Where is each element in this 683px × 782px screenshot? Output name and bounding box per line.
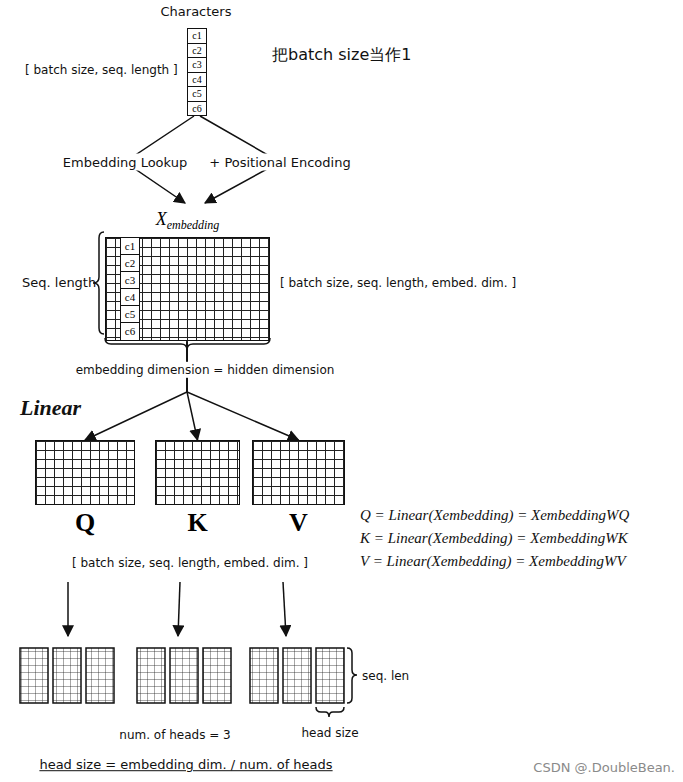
row-label: c2 xyxy=(121,255,139,272)
head-size-brace xyxy=(316,707,344,717)
head-grid xyxy=(137,648,165,703)
matrix-symbol: X xyxy=(156,209,167,229)
split-arrow xyxy=(67,582,69,636)
equation: K = Linear(Xembedding) = XembeddingWK xyxy=(360,529,628,547)
row-label: c4 xyxy=(121,289,139,306)
cell-label: c4 xyxy=(188,73,206,88)
dimension-label: Seq. length xyxy=(22,275,96,291)
split-arrow xyxy=(283,582,286,636)
flow-arrow xyxy=(85,341,187,440)
seq-len-brace xyxy=(347,648,357,703)
flow-arrow xyxy=(187,341,198,440)
step-label: Embedding Lookup xyxy=(60,154,190,171)
shape-label: [ batch size, seq. length, embed. dim. ] xyxy=(72,556,308,570)
row-label: c1 xyxy=(121,238,139,255)
embedding-matrix: Xembeddingc1c2c3c4c5c6 xyxy=(105,203,270,341)
step-label: + Positional Encoding xyxy=(206,154,353,171)
cell-label: c2 xyxy=(188,44,206,59)
head-grid xyxy=(170,648,198,703)
matrix-grid: c1c2c3c4c5c6 xyxy=(105,237,270,341)
matrix-letter: K xyxy=(155,505,240,538)
dimension-label: embedding dimension = hidden dimension xyxy=(73,362,338,378)
head-grid xyxy=(283,648,311,703)
matrix-heading: Xembedding xyxy=(105,203,270,237)
note-label: 把batch size当作1 xyxy=(272,45,411,64)
head-grid xyxy=(316,648,344,703)
head-grid xyxy=(20,648,48,703)
formula-note: head size = embedding dim. / num. of hea… xyxy=(39,757,332,773)
cell-label: c1 xyxy=(188,29,206,44)
matrix-subscript: embedding xyxy=(167,218,220,232)
character-column: c1c2c3c4c5c6 xyxy=(187,28,207,116)
cell-label: c5 xyxy=(188,87,206,102)
flow-arrow xyxy=(187,341,299,440)
equation: V = Linear(Xembedding) = XembeddingWV xyxy=(360,552,626,570)
row-label: c3 xyxy=(121,272,139,289)
matrix-grid xyxy=(155,440,240,505)
shape-label: [ batch size, seq. length ] xyxy=(25,63,178,77)
head-grid xyxy=(203,648,231,703)
watermark: CSDN @.DoubleBean. xyxy=(533,760,675,776)
heading-label: Characters xyxy=(161,4,232,20)
value-matrix: V xyxy=(252,440,345,538)
matrix-letter: Q xyxy=(35,505,135,538)
key-matrix: K xyxy=(155,440,240,538)
dimension-label: seq. len xyxy=(362,669,409,683)
matrix-letter: V xyxy=(252,505,345,538)
row-label: c5 xyxy=(121,306,139,323)
row-label: c6 xyxy=(121,323,139,340)
head-grid xyxy=(250,648,278,703)
dimension-label: head size xyxy=(301,726,358,740)
equation: Q = Linear(Xembedding) = XembeddingWQ xyxy=(360,506,629,524)
shape-label: [ batch size, seq. length, embed. dim. ] xyxy=(280,276,516,290)
cell-label: c6 xyxy=(188,102,206,116)
split-arrow xyxy=(178,582,180,636)
head-grid xyxy=(86,648,114,703)
matrix-grid xyxy=(35,440,135,505)
query-matrix: Q xyxy=(35,440,135,538)
step-label: Linear xyxy=(20,395,81,421)
note-label: num. of heads = 3 xyxy=(119,728,230,742)
cell-label: c3 xyxy=(188,58,206,73)
matrix-grid xyxy=(252,440,345,505)
row-label-column: c1c2c3c4c5c6 xyxy=(120,238,140,340)
head-grid xyxy=(53,648,81,703)
